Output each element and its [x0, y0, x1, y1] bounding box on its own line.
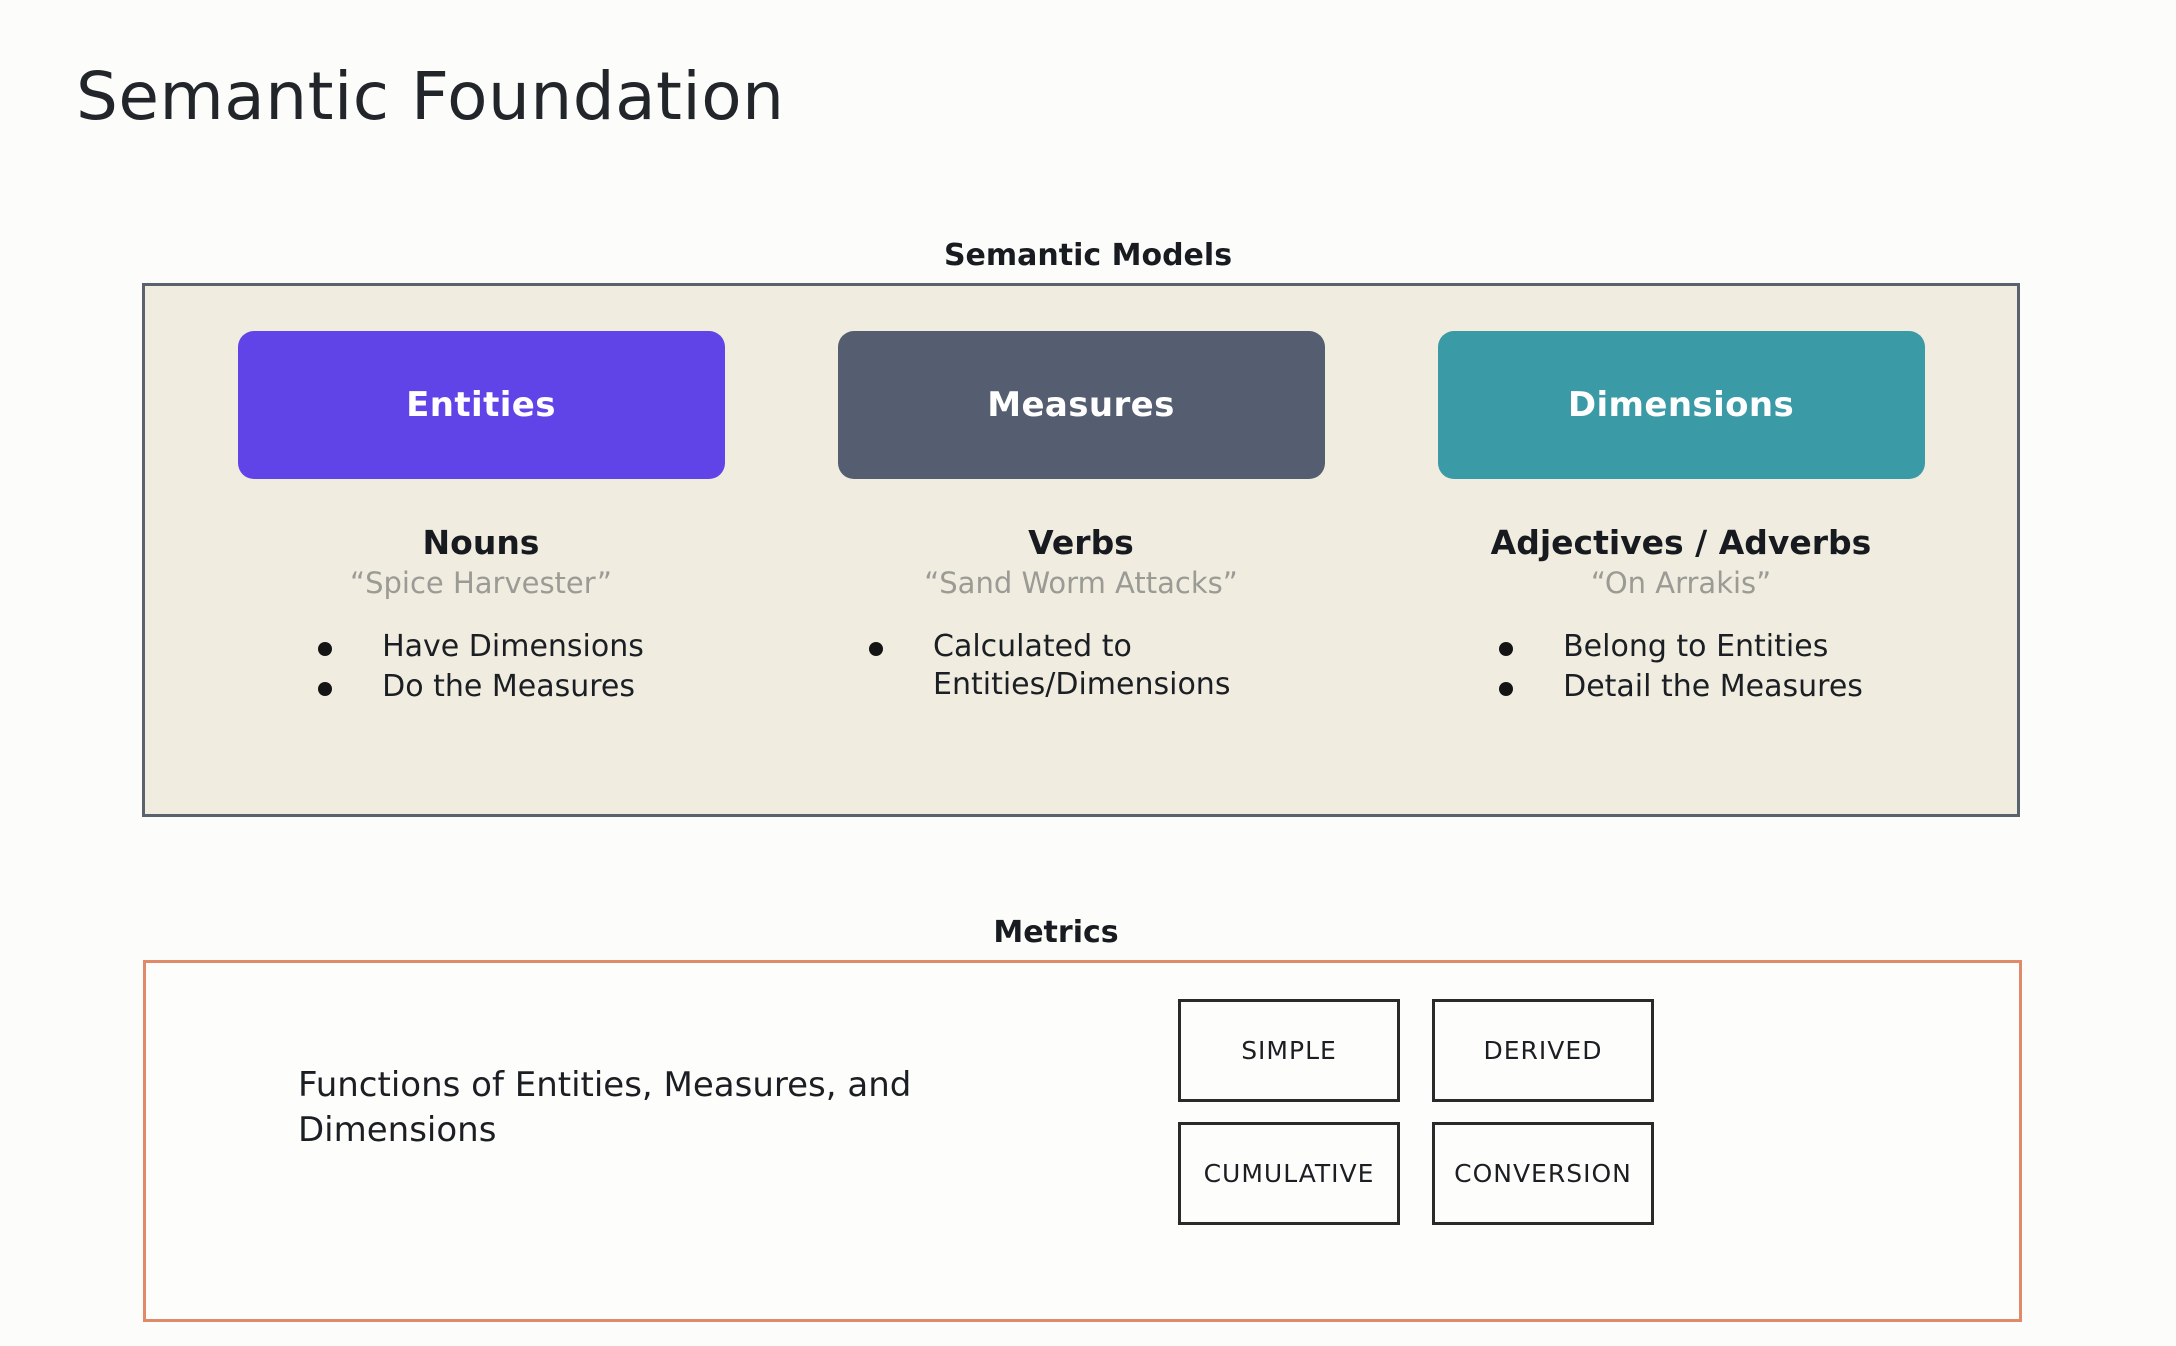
- metric-type-grid: SIMPLE DERIVED CUMULATIVE CONVERSION: [1178, 999, 1654, 1225]
- page-title: Semantic Foundation: [76, 58, 785, 135]
- semantic-models-caption: Semantic Models: [943, 238, 1233, 273]
- measures-pill[interactable]: Measures: [837, 331, 1325, 479]
- measures-bullet-text: Calculated to Entities/Dimensions: [933, 629, 1231, 703]
- dimensions-part-of-speech: Adjectives / Adverbs: [1490, 523, 1872, 562]
- bullet-dot-icon: [869, 642, 883, 656]
- measures-part-of-speech: Verbs: [1028, 523, 1134, 562]
- metrics-caption: Metrics: [993, 915, 1119, 950]
- dimensions-bullet-text: Belong to Entities: [1563, 629, 1829, 664]
- semantic-models-panel: Entities Nouns “Spice Harvester” Have Di…: [142, 283, 2020, 817]
- semantic-column-entities: Entities Nouns “Spice Harvester” Have Di…: [181, 286, 781, 814]
- list-item: Detail the Measures: [1499, 668, 1863, 706]
- metric-type-derived[interactable]: DERIVED: [1432, 999, 1654, 1102]
- metric-type-conversion[interactable]: CONVERSION: [1432, 1122, 1654, 1225]
- entities-bullet-text: Have Dimensions: [382, 629, 644, 664]
- bullet-dot-icon: [1499, 682, 1514, 697]
- semantic-models-columns: Entities Nouns “Spice Harvester” Have Di…: [145, 286, 2017, 814]
- list-item: Have Dimensions: [318, 628, 644, 666]
- entities-pill[interactable]: Entities: [237, 331, 725, 479]
- metrics-panel: Functions of Entities, Measures, and Dim…: [143, 960, 2022, 1322]
- entities-bullet-list: Have Dimensions Do the Measures: [318, 628, 644, 708]
- metric-type-cumulative[interactable]: CUMULATIVE: [1178, 1122, 1400, 1225]
- measures-bullet-list: Calculated to Entities/Dimensions: [869, 628, 1293, 706]
- list-item: Belong to Entities: [1499, 628, 1863, 666]
- entities-part-of-speech: Nouns: [422, 523, 540, 562]
- metric-type-simple[interactable]: SIMPLE: [1178, 999, 1400, 1102]
- semantic-column-measures: Measures Verbs “Sand Worm Attacks” Calcu…: [781, 286, 1381, 814]
- dimensions-bullet-list: Belong to Entities Detail the Measures: [1499, 628, 1863, 708]
- bullet-dot-icon: [1499, 642, 1514, 656]
- dimensions-bullet-text: Detail the Measures: [1563, 669, 1863, 705]
- metrics-description: Functions of Entities, Measures, and Dim…: [298, 1065, 912, 1151]
- dimensions-pill[interactable]: Dimensions: [1437, 331, 1925, 479]
- list-item: Do the Measures: [318, 668, 644, 706]
- semantic-column-dimensions: Dimensions Adjectives / Adverbs “On Arra…: [1381, 286, 1981, 814]
- measures-example: “Sand Worm Attacks”: [924, 566, 1238, 600]
- bullet-dot-icon: [318, 642, 333, 656]
- entities-bullet-text: Do the Measures: [382, 669, 635, 705]
- list-item: Calculated to Entities/Dimensions: [869, 628, 1293, 704]
- dimensions-example: “On Arrakis”: [1590, 566, 1772, 600]
- entities-example: “Spice Harvester”: [350, 566, 612, 600]
- bullet-dot-icon: [318, 682, 333, 697]
